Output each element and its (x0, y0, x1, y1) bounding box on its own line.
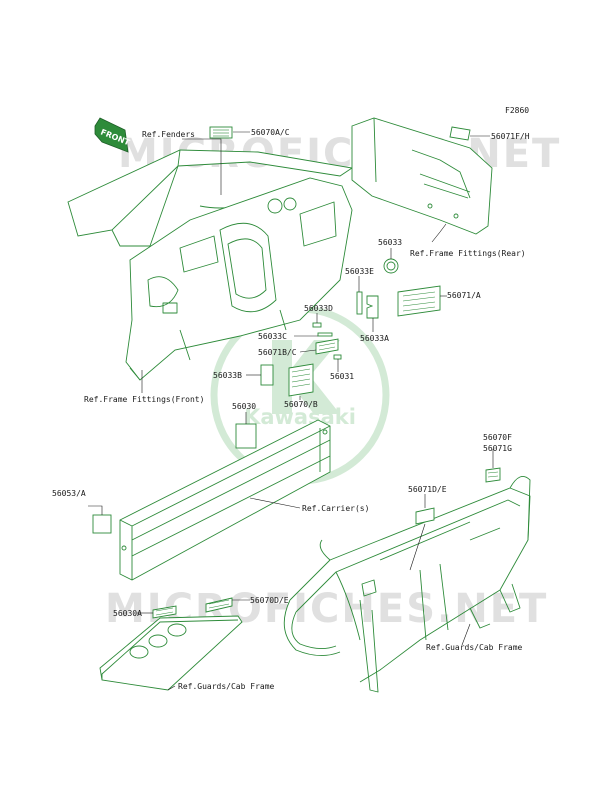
decal-56070DE (205, 597, 233, 613)
label-56071BC: 56071B/C (258, 348, 297, 357)
label-ref-frame-front: Ref.Frame Fittings(Front) (84, 395, 204, 404)
decal-56033B (260, 364, 274, 386)
decal-56070F-56071G (485, 467, 501, 483)
rear-frame-fitting (351, 117, 493, 235)
label-56071DE: 56071D/E (408, 485, 447, 494)
watermark-group: MICROFICHES.NET MICROFICHES.NET Kawasaki (105, 131, 559, 632)
label-56033E: 56033E (345, 267, 374, 276)
label-ref-carriers: Ref.Carrier(s) (302, 504, 369, 513)
floor-panel (99, 597, 243, 691)
decal-56031 (333, 354, 342, 360)
label-56031: 56031 (330, 372, 354, 381)
label-ref-fenders: Ref.Fenders (142, 130, 195, 139)
label-56070F: 56070F (483, 433, 512, 442)
decal-56030A (152, 605, 177, 619)
decal-56071BC (315, 338, 339, 355)
label-56030: 56030 (232, 402, 256, 411)
label-56033B: 56033B (213, 371, 242, 380)
label-56070AC: 56070A/C (251, 128, 290, 137)
decal-56033D (312, 322, 322, 328)
decal-56071A (397, 285, 441, 317)
fender-panel (67, 126, 354, 247)
decal-56071DE (415, 507, 435, 525)
decal-56033C (317, 332, 333, 337)
part-labels: Ref.Fenders 56070A/C 56071F/H Ref.Frame … (52, 128, 530, 691)
decal-56071FH (449, 126, 471, 141)
label-56070DE: 56070D/E (250, 596, 289, 605)
carrier-assembly (92, 419, 331, 581)
label-56071FH: 56071F/H (491, 132, 530, 141)
decal-56070AC (209, 126, 233, 139)
decal-56033A (366, 295, 379, 319)
label-56053A: 56053/A (52, 489, 86, 498)
label-ref-guards-right: Ref.Guards/Cab Frame (426, 643, 523, 652)
watermark-logo-text: Kawasaki (244, 405, 356, 429)
cab-frame-guards (283, 467, 531, 693)
label-56070B: 56070/B (284, 400, 318, 409)
label-56071G: 56071G (483, 444, 512, 453)
label-56071A: 56071/A (447, 291, 481, 300)
label-ref-frame-rear: Ref.Frame Fittings(Rear) (410, 249, 526, 258)
label-56033D: 56033D (304, 304, 333, 313)
dashboard-assembly (125, 177, 353, 381)
front-direction-sign: FRONT (94, 117, 131, 153)
decal-56053A (92, 514, 112, 534)
decal-56033 (383, 258, 399, 274)
decal-56033E (356, 291, 363, 315)
decal-56030 (235, 423, 257, 449)
decal-56070B (288, 363, 314, 397)
label-56030A: 56030A (113, 609, 142, 618)
label-56033: 56033 (378, 238, 402, 247)
label-ref-guards-left: Ref.Guards/Cab Frame (178, 682, 275, 691)
leader-lines (88, 131, 494, 691)
center-decals (235, 258, 441, 449)
figure-code: F2860 (505, 106, 529, 115)
label-56033C: 56033C (258, 332, 287, 341)
label-56033A: 56033A (360, 334, 389, 343)
